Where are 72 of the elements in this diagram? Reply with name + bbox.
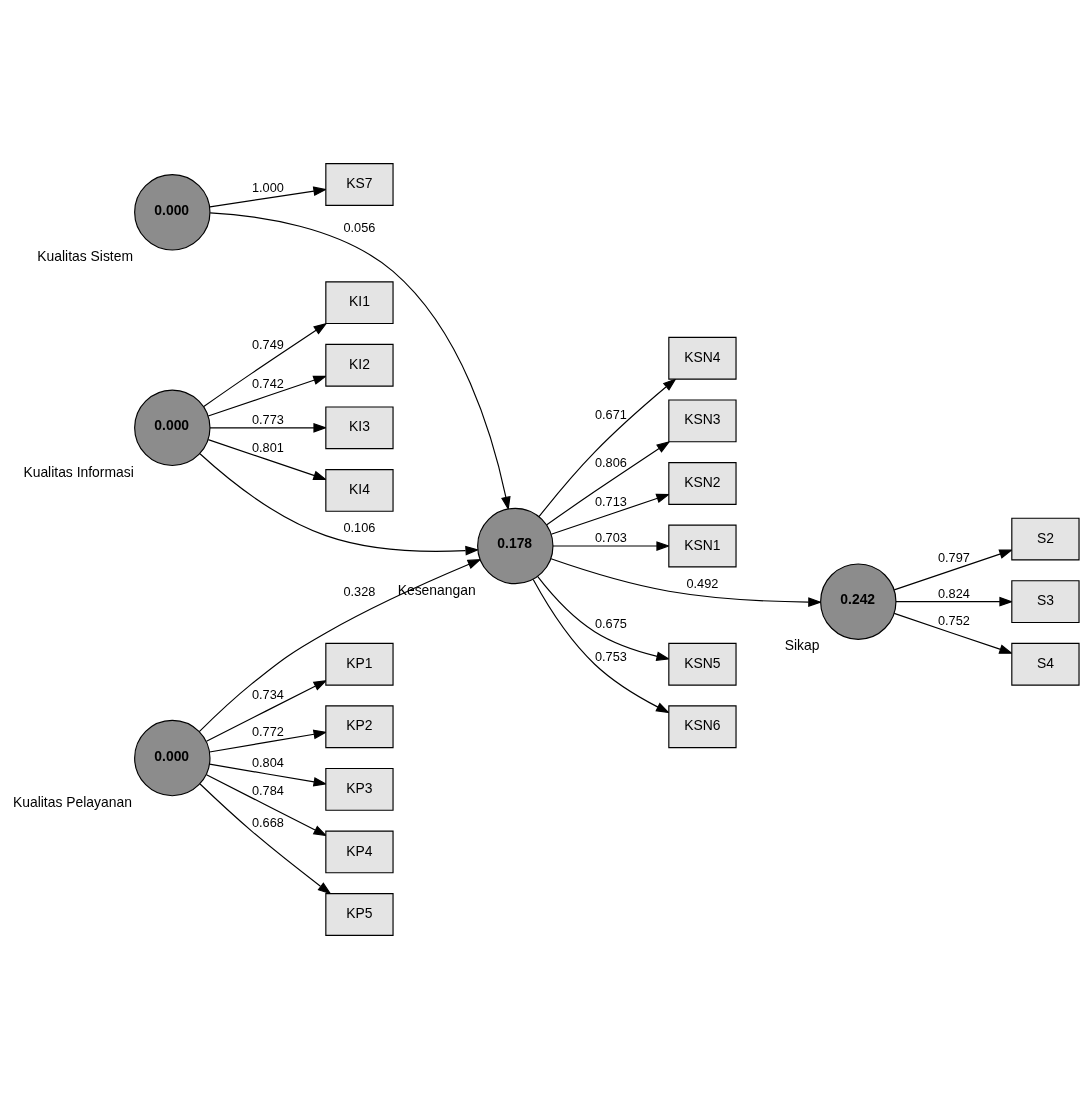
edge-label: 0.772 [251, 723, 284, 739]
node-label: Kualitas Pelayanan [12, 793, 132, 810]
node-box: KSN1 [668, 524, 737, 567]
node-circle: 0.242 [820, 562, 897, 640]
arrow [893, 548, 1014, 590]
edge-label: 0.804 [251, 754, 284, 770]
arrow [550, 493, 671, 535]
edge-label: 0.797 [937, 549, 970, 565]
edge-label: 0.713 [594, 493, 627, 509]
node-box: KP4 [325, 830, 394, 873]
node-circle: 0.000 [134, 173, 211, 251]
node-box: KI2 [325, 343, 394, 387]
arrow [198, 558, 482, 732]
node-circle: 0.178 [477, 507, 554, 584]
edge-label: 0.749 [251, 336, 284, 352]
edge-label: 0.753 [594, 648, 627, 664]
arrow [552, 540, 671, 551]
edge-label: 0.106 [343, 519, 376, 535]
arrow [532, 578, 670, 713]
edge-label: 0.492 [686, 575, 719, 591]
edge-label: 0.801 [251, 439, 284, 455]
node-circle: 0.000 [134, 389, 211, 466]
node-box: KSN4 [668, 336, 737, 380]
node-box: KP1 [325, 642, 394, 686]
arrow [209, 185, 328, 207]
arrow [538, 377, 677, 517]
node-circle: 0.000 [134, 719, 211, 796]
node-box: KI3 [325, 405, 394, 449]
arrow [550, 557, 823, 607]
arrow [893, 612, 1014, 654]
arrow [546, 440, 671, 525]
edge-label: 0.668 [251, 814, 284, 830]
node-box: S2 [1011, 517, 1080, 560]
edge-label: 0.734 [251, 686, 284, 702]
edge-label: 0.752 [937, 612, 970, 628]
edge-label: 0.824 [937, 585, 970, 601]
node-box: KP2 [325, 704, 394, 748]
edge-label: 0.675 [594, 615, 627, 631]
arrow [205, 773, 328, 836]
edge-label: 0.703 [594, 529, 627, 545]
arrow [209, 211, 511, 511]
node-box: KSN5 [668, 642, 737, 686]
arrow [895, 596, 1014, 606]
edge-label: 0.773 [251, 411, 284, 427]
arrow [205, 679, 328, 742]
node-label: Kualitas Informasi [23, 463, 134, 480]
node-box: KSN3 [668, 398, 737, 442]
edge-label: 1.000 [251, 179, 284, 195]
edge-label: 0.742 [251, 375, 284, 391]
node-label: Kualitas Sistem [37, 247, 134, 264]
node-box: S4 [1011, 642, 1080, 686]
edge-label: 0.056 [343, 219, 376, 235]
arrow [203, 322, 328, 407]
edge-label: 0.784 [251, 782, 284, 798]
node-box: KP5 [325, 892, 394, 936]
node-box: KSN2 [668, 461, 737, 505]
node-box: S3 [1011, 579, 1080, 623]
node-label: Sikap [784, 636, 820, 653]
node-box: KI4 [325, 468, 394, 512]
arrow [199, 452, 480, 555]
node-box: KP3 [325, 767, 394, 811]
arrow [199, 782, 332, 895]
arrow [207, 438, 328, 480]
node-box: KI1 [325, 280, 394, 324]
edge-label: 0.671 [594, 406, 627, 422]
arrow [209, 422, 328, 433]
edge-label: 0.328 [343, 583, 376, 599]
node-box: KS7 [325, 162, 394, 206]
edge-label: 0.806 [594, 454, 627, 470]
arrow [208, 763, 328, 787]
arrow [537, 575, 671, 661]
node-box: KSN6 [668, 704, 737, 748]
